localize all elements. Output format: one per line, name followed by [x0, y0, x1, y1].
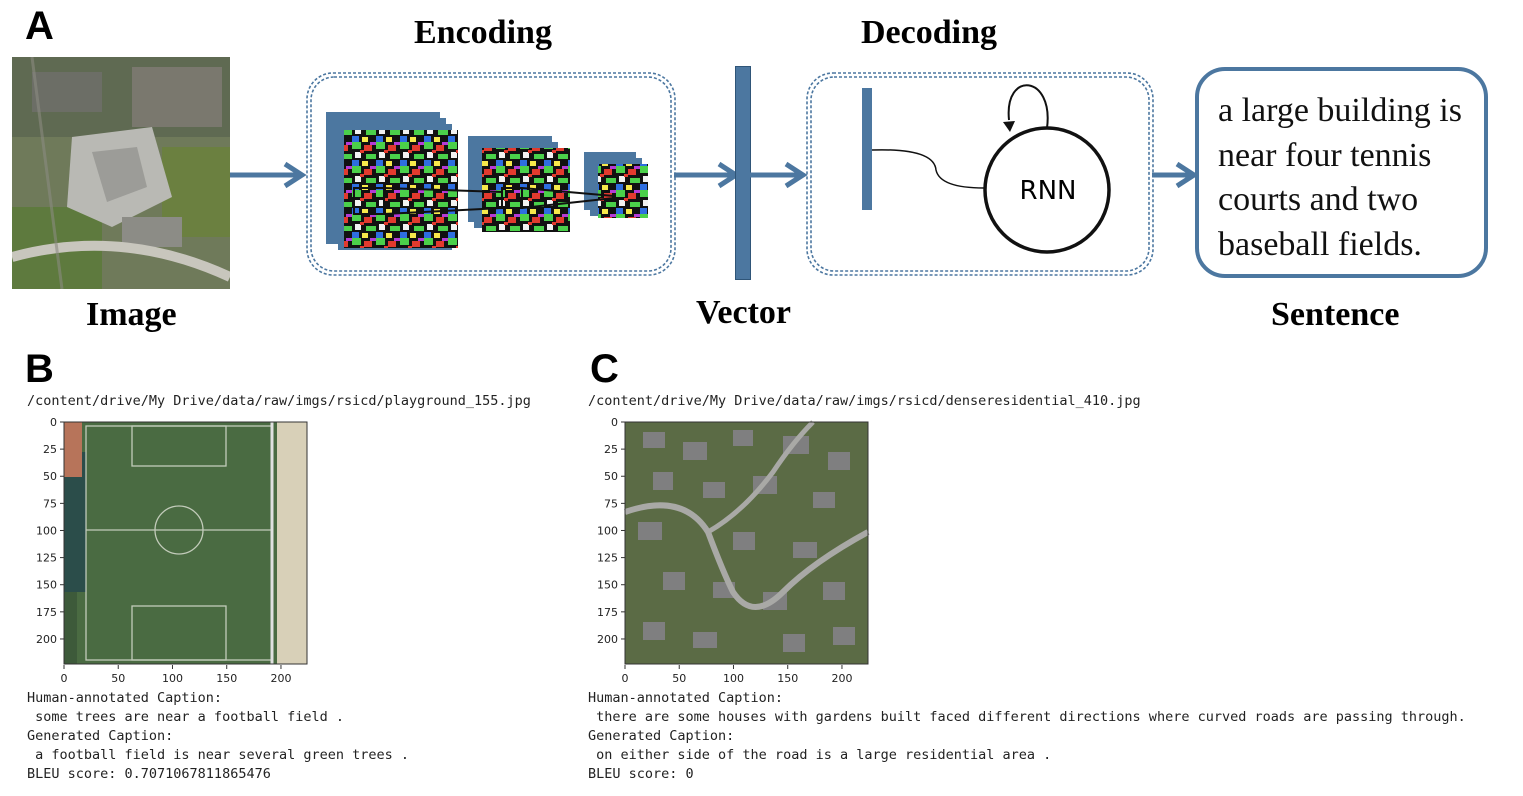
panel-b-generated-label: Generated Caption: [27, 728, 174, 744]
arrow-encoder-to-vector [674, 161, 741, 189]
y-tick-label: 100 [597, 524, 618, 537]
arrow-vector-to-decoder [749, 161, 808, 189]
y-tick-label: 150 [597, 579, 618, 592]
panel-c-generated-label: Generated Caption: [588, 728, 735, 744]
x-tick-label: 150 [216, 672, 237, 684]
panel-b-captions: Human-annotated Caption: some trees are … [27, 689, 587, 789]
x-tick-label: 150 [777, 672, 798, 684]
y-tick-label: 75 [604, 497, 618, 510]
panel-c-generated-caption: on either side of the road is a large re… [588, 747, 1052, 763]
encoding-box [306, 72, 676, 276]
feature-map-medium [468, 136, 570, 232]
panel-b-path: /content/drive/My Drive/data/raw/imgs/rs… [27, 393, 531, 409]
panel-c-captions: Human-annotated Caption: there are some … [588, 689, 1518, 789]
y-tick-label: 0 [611, 416, 618, 429]
panel-c-y-ticks: 0 25 50 75 100 125 150 175 200 [597, 416, 625, 646]
y-tick-label: 50 [604, 470, 618, 483]
y-tick-label: 100 [36, 524, 57, 537]
x-tick-label: 100 [723, 672, 744, 684]
rnn-label: RNN [1019, 176, 1077, 206]
panel-b-y-ticks: 0 25 50 75 100 125 150 175 200 [36, 416, 64, 646]
sentence-box: a large building is near four tennis cou… [1195, 67, 1488, 278]
y-tick-label: 0 [50, 416, 57, 429]
y-tick-label: 200 [36, 633, 57, 646]
y-tick-label: 25 [604, 443, 618, 456]
panel-b-human-caption: some trees are near a football field . [27, 709, 344, 725]
sentence-line: near four tennis [1218, 136, 1432, 174]
image-label: Image [86, 296, 177, 333]
y-tick-label: 200 [597, 633, 618, 646]
panel-b-generated-caption: a football field is near several green t… [27, 747, 410, 763]
vector-label: Vector [696, 294, 792, 331]
y-tick-label: 50 [43, 470, 57, 483]
panel-c-bleu: BLEU score: 0 [588, 766, 694, 782]
arrow-decoder-to-sentence [1152, 161, 1199, 189]
y-tick-label: 25 [43, 443, 57, 456]
sentence-line: courts and two [1218, 181, 1419, 218]
encoding-label: Encoding [414, 14, 552, 51]
panel-c-path: /content/drive/My Drive/data/raw/imgs/rs… [588, 393, 1141, 409]
y-tick-label: 175 [36, 606, 57, 619]
aerial-input-image [12, 57, 230, 289]
sentence-label: Sentence [1271, 296, 1400, 333]
decoding-label: Decoding [861, 14, 997, 51]
x-tick-label: 100 [162, 672, 183, 684]
x-tick-label: 0 [622, 672, 629, 684]
panel-a-letter: A [25, 4, 54, 48]
x-tick-label: 200 [270, 672, 291, 684]
panel-c-letter: C [590, 347, 619, 391]
sentence-line: baseball fields. [1218, 225, 1422, 263]
x-tick-label: 50 [111, 672, 125, 684]
panel-b-bleu: BLEU score: 0.7071067811865476 [27, 766, 271, 782]
panel-c-human-label: Human-annotated Caption: [588, 690, 784, 706]
arrow-image-to-encoder [230, 161, 307, 189]
panel-b-plot: 0 25 50 75 100 125 150 175 200 0 50 100 150 200 [36, 416, 308, 684]
x-tick-label: 0 [61, 672, 68, 684]
decoding-box [806, 72, 1154, 276]
x-tick-label: 200 [831, 672, 852, 684]
y-tick-label: 125 [36, 552, 57, 565]
panel-b-human-label: Human-annotated Caption: [27, 690, 223, 706]
y-tick-label: 175 [597, 606, 618, 619]
y-tick-label: 150 [36, 579, 57, 592]
panel-b-letter: B [25, 347, 54, 391]
panel-b-x-ticks: 0 50 100 150 200 [61, 665, 291, 684]
sentence-line: a large building is [1218, 92, 1462, 129]
y-tick-label: 125 [597, 552, 618, 565]
feature-map-large [326, 112, 458, 250]
panel-c-plot: 0 25 50 75 100 125 150 175 200 0 50 100 150 200 [597, 416, 870, 684]
panel-c-x-ticks: 0 50 100 150 200 [622, 665, 852, 684]
panel-c-human-caption: there are some houses with gardens built… [588, 709, 1466, 725]
feature-map-small [584, 152, 648, 218]
x-tick-label: 50 [672, 672, 686, 684]
y-tick-label: 75 [43, 497, 57, 510]
